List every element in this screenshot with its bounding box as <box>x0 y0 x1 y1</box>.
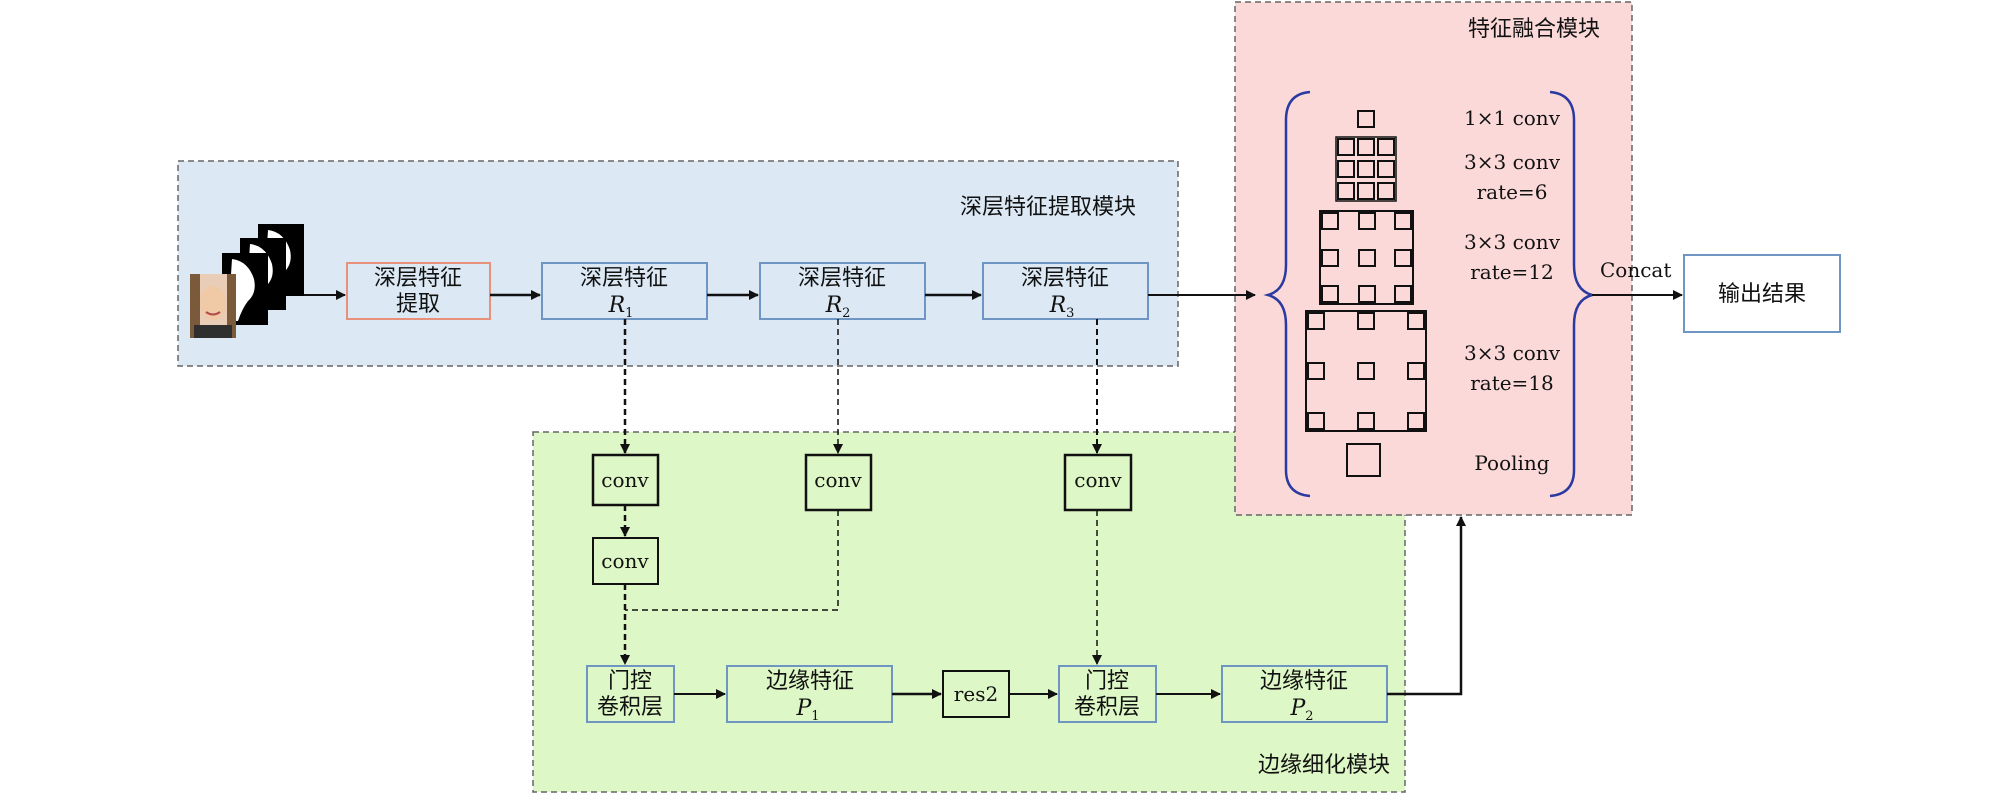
deep-r2-label: 深层特征 <box>798 266 886 291</box>
op2-label-1: 3×3 conv <box>1464 150 1561 174</box>
p2-block[interactable]: 边缘特征 P2 <box>1221 665 1388 724</box>
res2-label: res2 <box>954 682 998 706</box>
conv-a-label: conv <box>601 468 649 492</box>
op4-label-1: 3×3 conv <box>1464 341 1561 365</box>
p1-var: P1 <box>795 696 819 724</box>
deep-module-title: 深层特征提取模块 <box>960 195 1136 220</box>
op1-label: 1×1 conv <box>1464 106 1561 130</box>
op3-label-1: 3×3 conv <box>1464 230 1561 254</box>
res2-box <box>942 670 1010 718</box>
left-brace <box>1263 90 1311 498</box>
gate1-label-2: 卷积层 <box>597 695 663 720</box>
kernel-3x3-rate18-icon <box>1305 310 1427 432</box>
gate1-block[interactable]: 门控 卷积层 <box>586 665 675 723</box>
conv-b-box <box>804 453 873 512</box>
deep-r2-block[interactable]: 深层特征 R2 <box>759 262 926 321</box>
deep-r3-label: 深层特征 <box>1021 266 1109 291</box>
gate1-label-1: 门控 <box>608 669 652 694</box>
pooling-icon <box>1346 443 1381 477</box>
kernel-3x3-rate12-icon <box>1319 210 1414 305</box>
output-block[interactable]: 输出结果 <box>1683 254 1841 333</box>
photo-hair-right <box>227 274 236 338</box>
conv-a-block[interactable]: conv <box>591 453 660 507</box>
output-label: 输出结果 <box>1718 282 1806 307</box>
op3-label-2: rate=12 <box>1470 260 1554 284</box>
gate2-label-1: 门控 <box>1085 669 1129 694</box>
deep-extract-label-1: 深层特征 <box>374 266 462 291</box>
conv-b-label: conv <box>814 468 862 492</box>
deep-extract-label-2: 提取 <box>396 292 440 317</box>
photo-shirt <box>194 325 232 338</box>
op4-label-2: rate=18 <box>1470 371 1554 395</box>
deep-extract-box <box>346 262 491 320</box>
p1-label: 边缘特征 <box>766 669 854 694</box>
p1-block[interactable]: 边缘特征 P1 <box>726 665 893 724</box>
conv-a-box <box>591 453 660 507</box>
deep-r3-block[interactable]: 深层特征 R3 <box>982 262 1149 321</box>
gate2-label-2: 卷积层 <box>1074 695 1140 720</box>
conv-c-block[interactable]: conv <box>1063 453 1133 512</box>
conv-d-label: conv <box>601 549 649 573</box>
arrow-p2-to-fusion <box>1387 516 1466 696</box>
deep-r2-var: R2 <box>825 293 851 321</box>
deep-r1-block[interactable]: 深层特征 R1 <box>541 262 708 321</box>
deep-r3-var: R3 <box>1049 293 1075 321</box>
conv-c-box <box>1063 453 1133 512</box>
fusion-module-panel <box>1234 1 1633 516</box>
photo-mouth <box>205 311 221 316</box>
conv-d-block[interactable]: conv <box>592 537 659 585</box>
concat-label: Concat <box>1600 258 1671 282</box>
input-image-stack <box>190 224 304 338</box>
p2-label: 边缘特征 <box>1260 669 1348 694</box>
conv-c-label: conv <box>1074 468 1122 492</box>
res2-block[interactable]: res2 <box>942 670 1010 718</box>
deep-extract-block[interactable]: 深层特征 提取 <box>346 262 491 320</box>
deep-r1-var: R1 <box>608 293 634 321</box>
deep-r2-box <box>759 262 926 320</box>
gate2-block[interactable]: 门控 卷积层 <box>1058 665 1157 723</box>
op2-label-2: rate=6 <box>1477 180 1548 204</box>
op5-label: Pooling <box>1474 451 1549 475</box>
kernel-3x3-rate6-icon <box>1335 136 1397 202</box>
deep-r3-box <box>982 262 1149 320</box>
conv-b-block[interactable]: conv <box>804 453 873 512</box>
fusion-module-title: 特征融合模块 <box>1468 17 1600 42</box>
arrow-conv-b-merge <box>625 510 839 611</box>
gate1-box <box>586 665 675 723</box>
deep-r1-box <box>541 262 708 320</box>
edge-module-title: 边缘细化模块 <box>1258 753 1390 778</box>
photo-hair-left <box>190 274 200 338</box>
p2-var: P2 <box>1289 696 1313 724</box>
kernel-1x1-icon <box>1357 110 1375 128</box>
output-box <box>1683 254 1841 333</box>
p2-box <box>1221 665 1388 723</box>
deep-r1-label: 深层特征 <box>580 266 668 291</box>
conv-d-box <box>592 537 659 585</box>
